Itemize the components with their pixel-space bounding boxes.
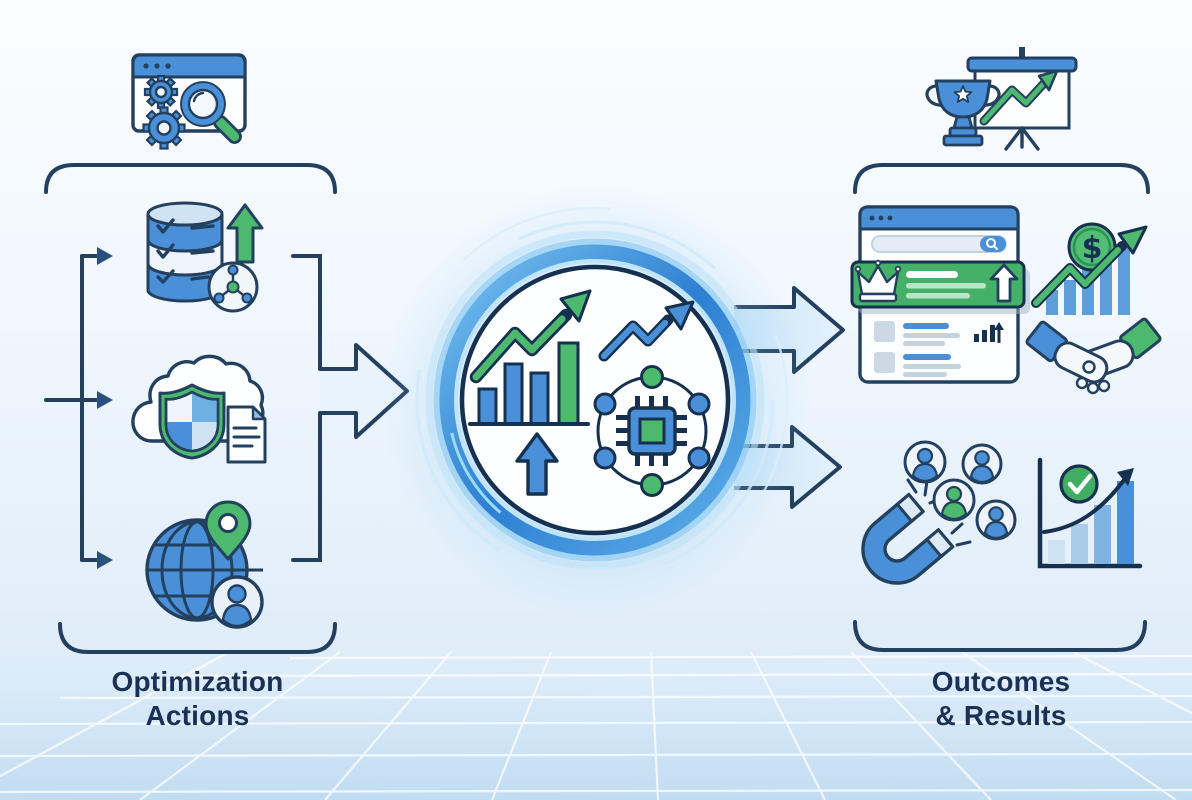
rank-up-arrow: [989, 263, 1019, 303]
right-group-label-line1: Outcomes: [931, 666, 1071, 697]
user-avatar-badge: [975, 499, 1017, 541]
revenue-growth-icon: $: [1031, 222, 1148, 315]
growth-bar-chart-icon: [468, 289, 592, 426]
left-connector-lines: [44, 247, 322, 569]
window-dots: [869, 215, 893, 221]
left-group-label: Optimization Actions: [55, 665, 340, 733]
window-dots: [143, 63, 171, 69]
browser-audit-icon: [131, 53, 247, 150]
user-avatar-badge: [932, 478, 976, 522]
gear-icon: [142, 106, 186, 150]
shield-icon: [158, 383, 226, 460]
perspective-floor-grid: [0, 645, 1192, 800]
left-group-label-line1: Optimization: [111, 666, 284, 697]
left-group-bracket: [44, 163, 337, 654]
document-icon: [226, 405, 267, 464]
left-group-label-line2: Actions: [145, 700, 250, 731]
ai-chip-network-icon: [593, 365, 711, 497]
green-up-arrow: [226, 203, 264, 264]
lead-magnet-icon: [861, 440, 1017, 585]
top-ranking-banner: [850, 259, 1030, 314]
search-ranking-icon: [850, 205, 1030, 384]
up-arrow-icon: [515, 432, 559, 496]
central-hub: [380, 185, 810, 615]
user-avatar-badge: [210, 575, 264, 629]
crown-icon: [854, 259, 902, 303]
search-bar: [871, 235, 1007, 253]
globe-location-user-icon: [145, 500, 264, 629]
presentation-board-icon: [966, 47, 1078, 151]
user-avatar-badge: [961, 443, 1003, 485]
handshake-icon: [1025, 317, 1162, 395]
cloud-shield-document-icon: [131, 354, 267, 464]
gear-icon: [143, 74, 179, 110]
chip-pins: [616, 396, 687, 466]
location-pin-icon: [204, 500, 252, 561]
validated-growth-icon: [1037, 457, 1143, 569]
connector-arrowhead: [97, 247, 113, 569]
network-node-badge: [207, 261, 259, 313]
mini-rank-chart: [974, 322, 1004, 343]
right-group-label: Outcomes & Results: [855, 665, 1147, 733]
user-avatar-badge: [903, 440, 947, 484]
right-group-bracket: [853, 163, 1150, 652]
trophy-presentation-icon: [925, 47, 1078, 151]
result-row: [874, 321, 960, 346]
trophy-icon: [925, 79, 1001, 147]
magnifier-icon: [180, 81, 242, 144]
result-row: [874, 352, 961, 377]
trend-line-icon: [598, 300, 695, 362]
check-badge: [1059, 464, 1099, 504]
dollar-symbol: $: [1082, 231, 1103, 266]
database-quality-icon: [146, 201, 264, 313]
right-group-label-line2: & Results: [935, 700, 1067, 731]
